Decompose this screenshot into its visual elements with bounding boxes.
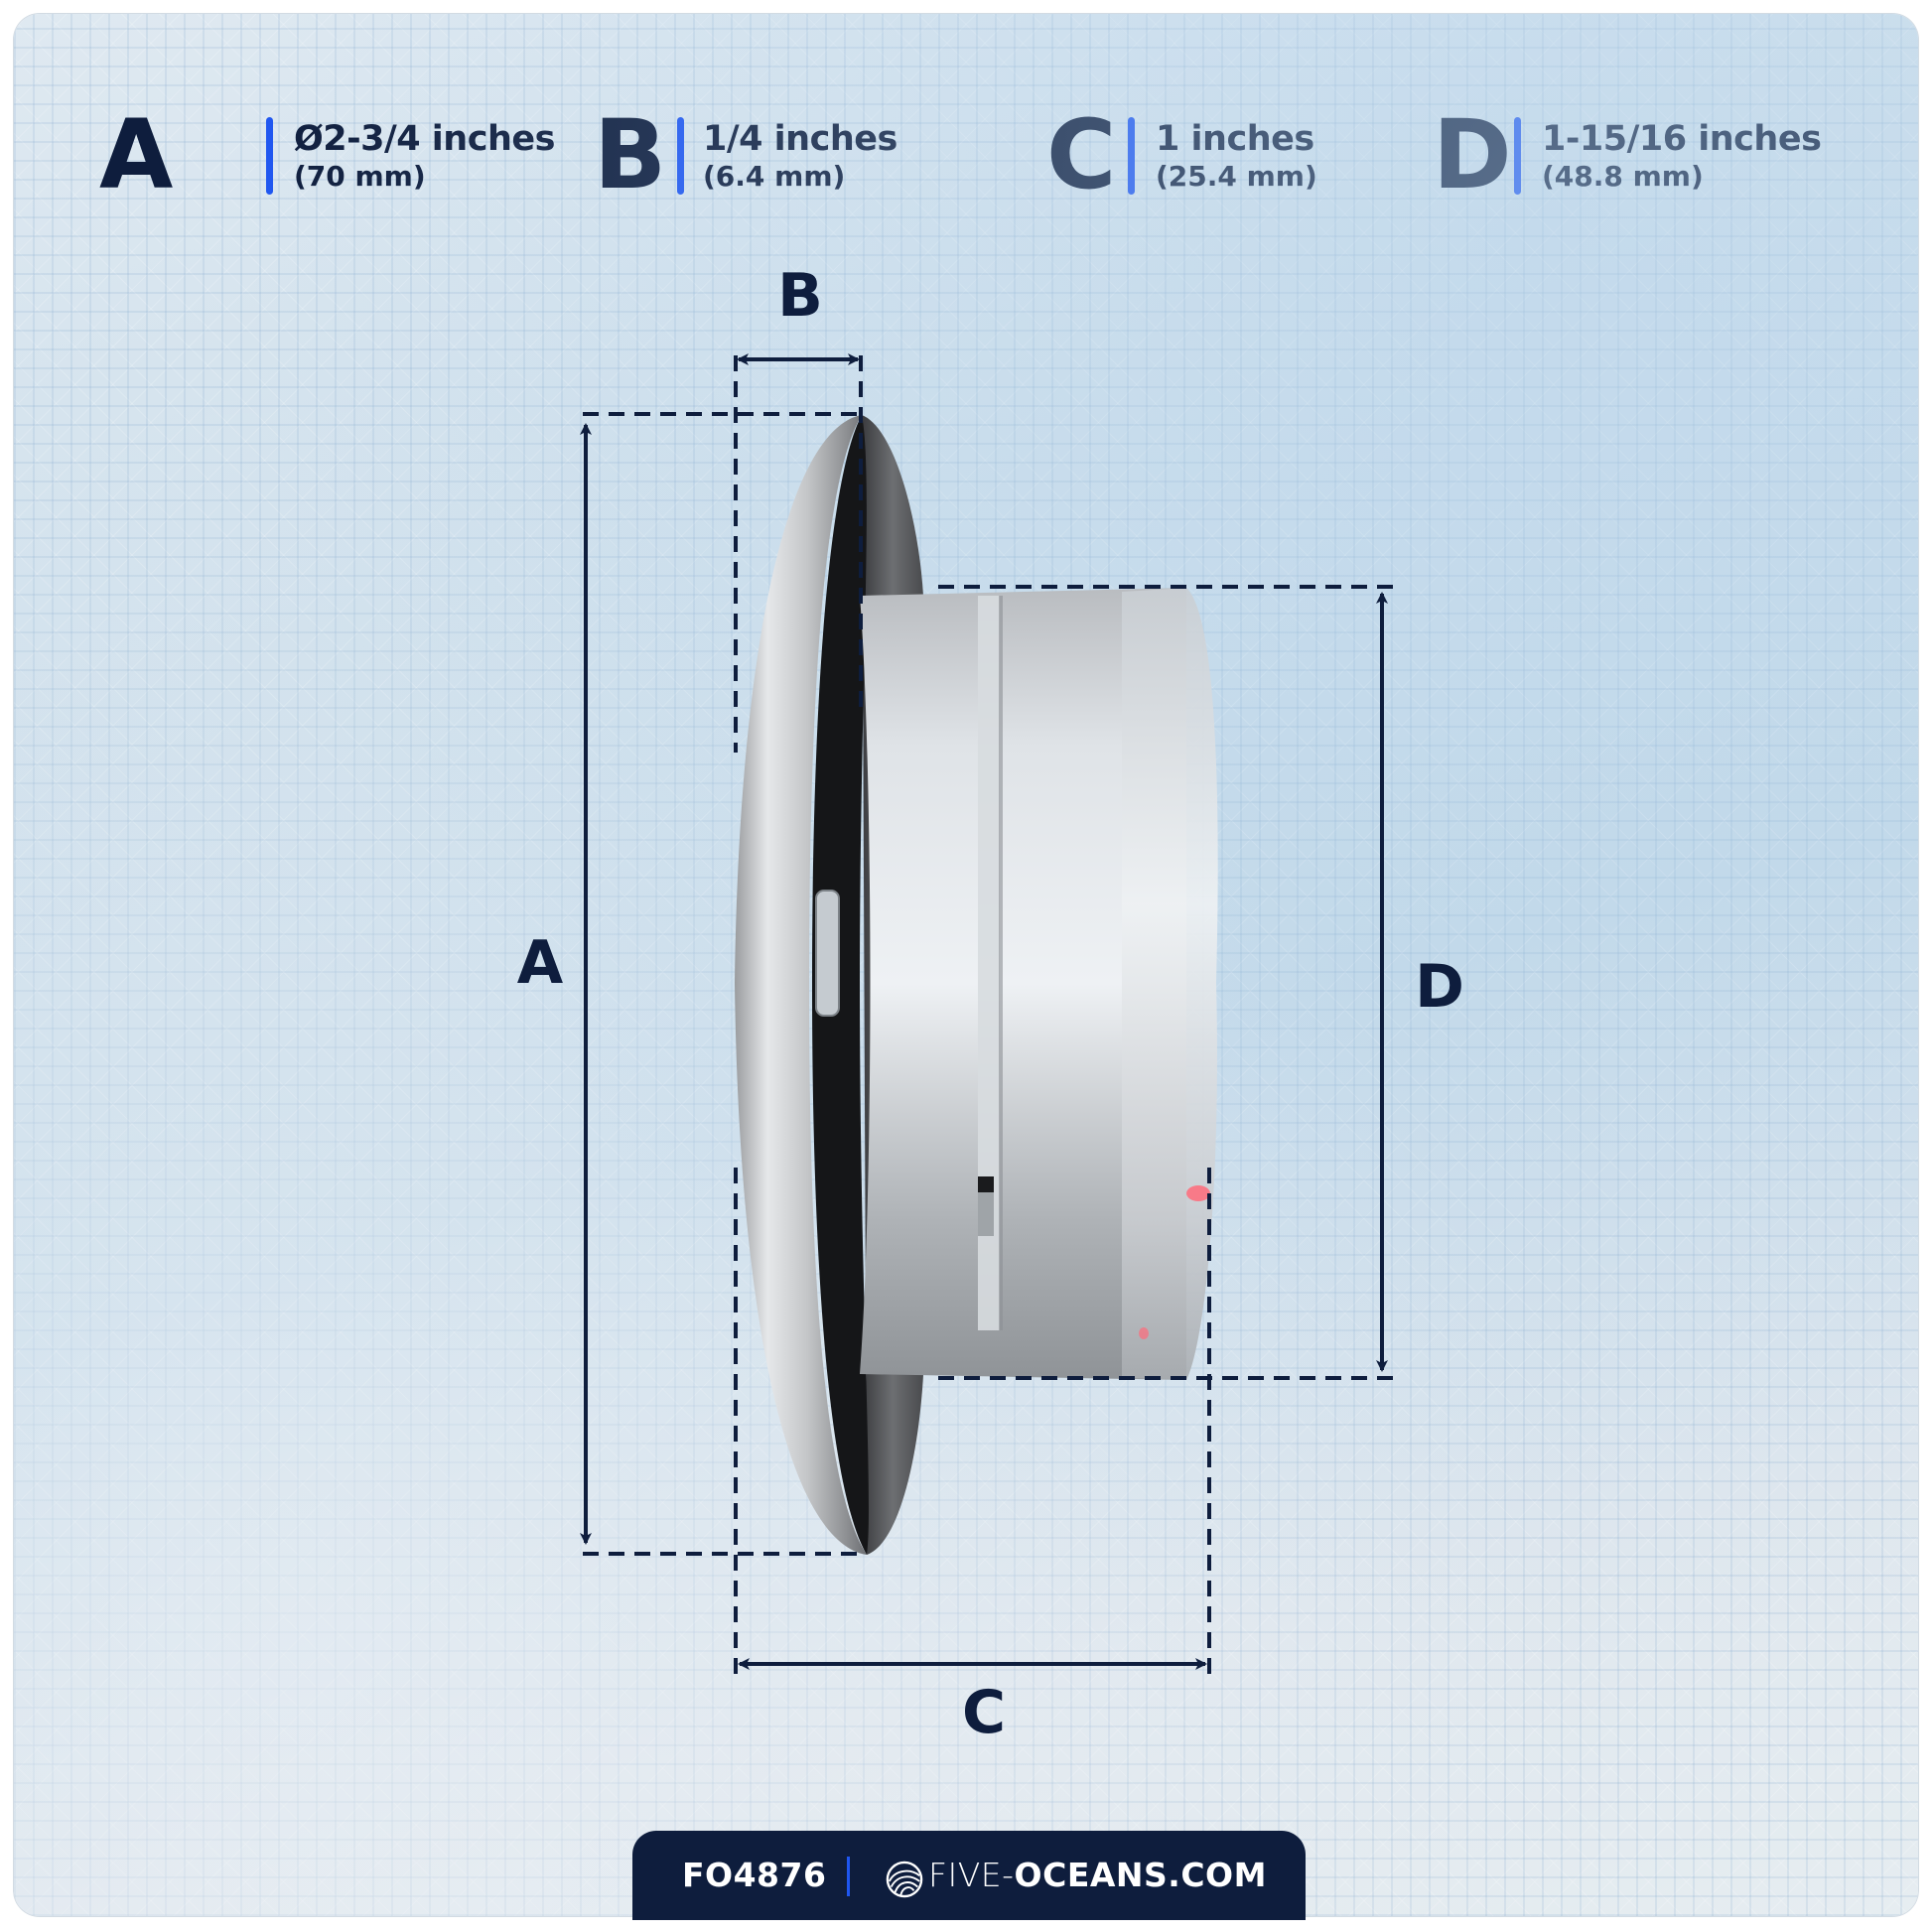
spec-mm: (25.4 mm) — [1156, 160, 1317, 193]
spec-letter: A — [99, 99, 173, 210]
spec-divider — [266, 117, 273, 195]
dimension-lines — [580, 353, 1398, 1676]
spec-letter: B — [594, 99, 666, 210]
spec-inches: 1/4 inches — [703, 119, 897, 159]
label-c: C — [961, 1678, 1007, 1747]
spec-inches: Ø2-3/4 inches — [294, 119, 555, 159]
website-prefix: FIVE- — [928, 1856, 1015, 1894]
spec-divider — [1128, 117, 1135, 195]
spec-mm: (70 mm) — [294, 160, 426, 193]
website-main: OCEANS.COM — [1014, 1856, 1267, 1894]
spec-divider — [677, 117, 684, 195]
product-illustration — [735, 415, 1218, 1555]
spec-letter: D — [1433, 99, 1512, 210]
wave-globe-icon — [886, 1861, 923, 1898]
website-link[interactable]: FIVE-OCEANS.COM — [928, 1856, 1267, 1895]
spec-inches: 1-15/16 inches — [1542, 119, 1822, 159]
screw-icon — [815, 890, 840, 1017]
spec-inches: 1 inches — [1156, 119, 1314, 159]
label-a: A — [516, 928, 564, 998]
spec-divider — [1514, 117, 1521, 195]
spec-mm: (48.8 mm) — [1542, 160, 1704, 193]
spec-letter: C — [1046, 99, 1116, 210]
label-d: D — [1415, 952, 1464, 1022]
product-code: FO4876 — [682, 1856, 827, 1894]
label-b: B — [777, 261, 823, 331]
footer-divider — [847, 1857, 850, 1896]
spec-mm: (6.4 mm) — [703, 160, 846, 193]
footer-bar: FO4876 FIVE-OCEANS.COM — [632, 1831, 1306, 1920]
